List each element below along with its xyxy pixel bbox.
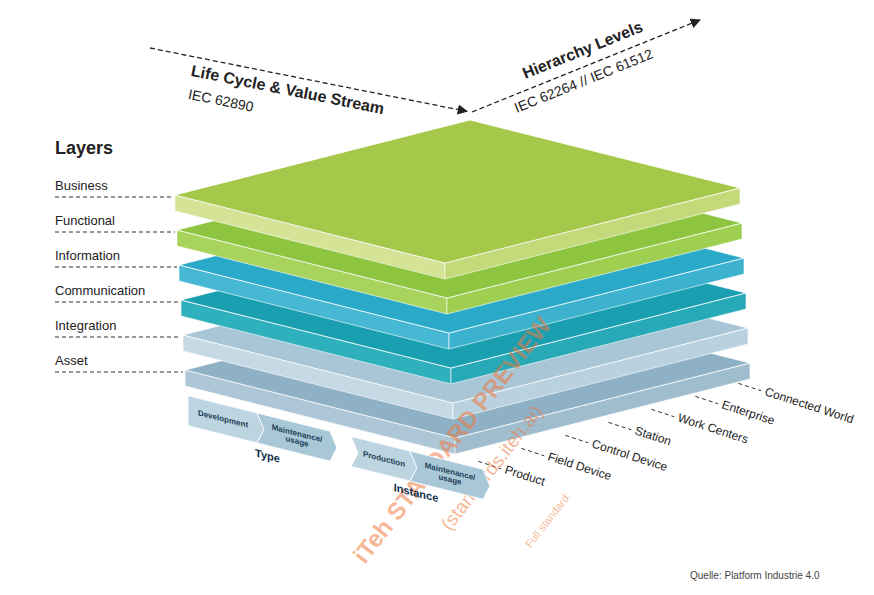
leader-line (521, 448, 544, 455)
hierarchy-label: Product (503, 463, 547, 489)
source-note: Quelle: Platform Industrie 4.0 (690, 570, 820, 582)
layer-label: Business (55, 179, 108, 194)
leader-line (651, 409, 674, 416)
leader-line (565, 435, 588, 442)
leader-line (55, 302, 179, 303)
layer-plate (175, 120, 740, 279)
layer-label: Functional (55, 214, 115, 229)
leader-line (608, 422, 631, 429)
leader-line (738, 383, 761, 390)
hierarchy-label: Connected World (763, 385, 855, 427)
layer-label: Integration (55, 319, 116, 334)
leader-line (55, 197, 173, 198)
leader-line (55, 372, 183, 373)
leader-line (695, 396, 718, 403)
chevron-outline (351, 436, 417, 482)
layer-label: Information (55, 249, 120, 264)
leader-line (55, 337, 181, 338)
axis-title: Life Cycle & Value Stream (189, 62, 385, 119)
hierarchy-label: Field Device (546, 450, 613, 484)
leader-lines (55, 197, 761, 469)
leader-line (55, 232, 175, 233)
hierarchy-label: Enterprise (720, 398, 776, 428)
hierarchy-label: Station (633, 424, 673, 449)
plate-top (175, 120, 740, 263)
chevron-outline (188, 396, 264, 445)
hierarchy-axis (472, 20, 700, 112)
phase-chevron: Production (351, 436, 417, 482)
layer-label: Asset (55, 354, 88, 369)
watermark-text: Full standard: (523, 490, 574, 550)
heading: Layers (55, 138, 113, 159)
layer-label: Communication (55, 284, 145, 299)
leader-line (55, 267, 177, 268)
